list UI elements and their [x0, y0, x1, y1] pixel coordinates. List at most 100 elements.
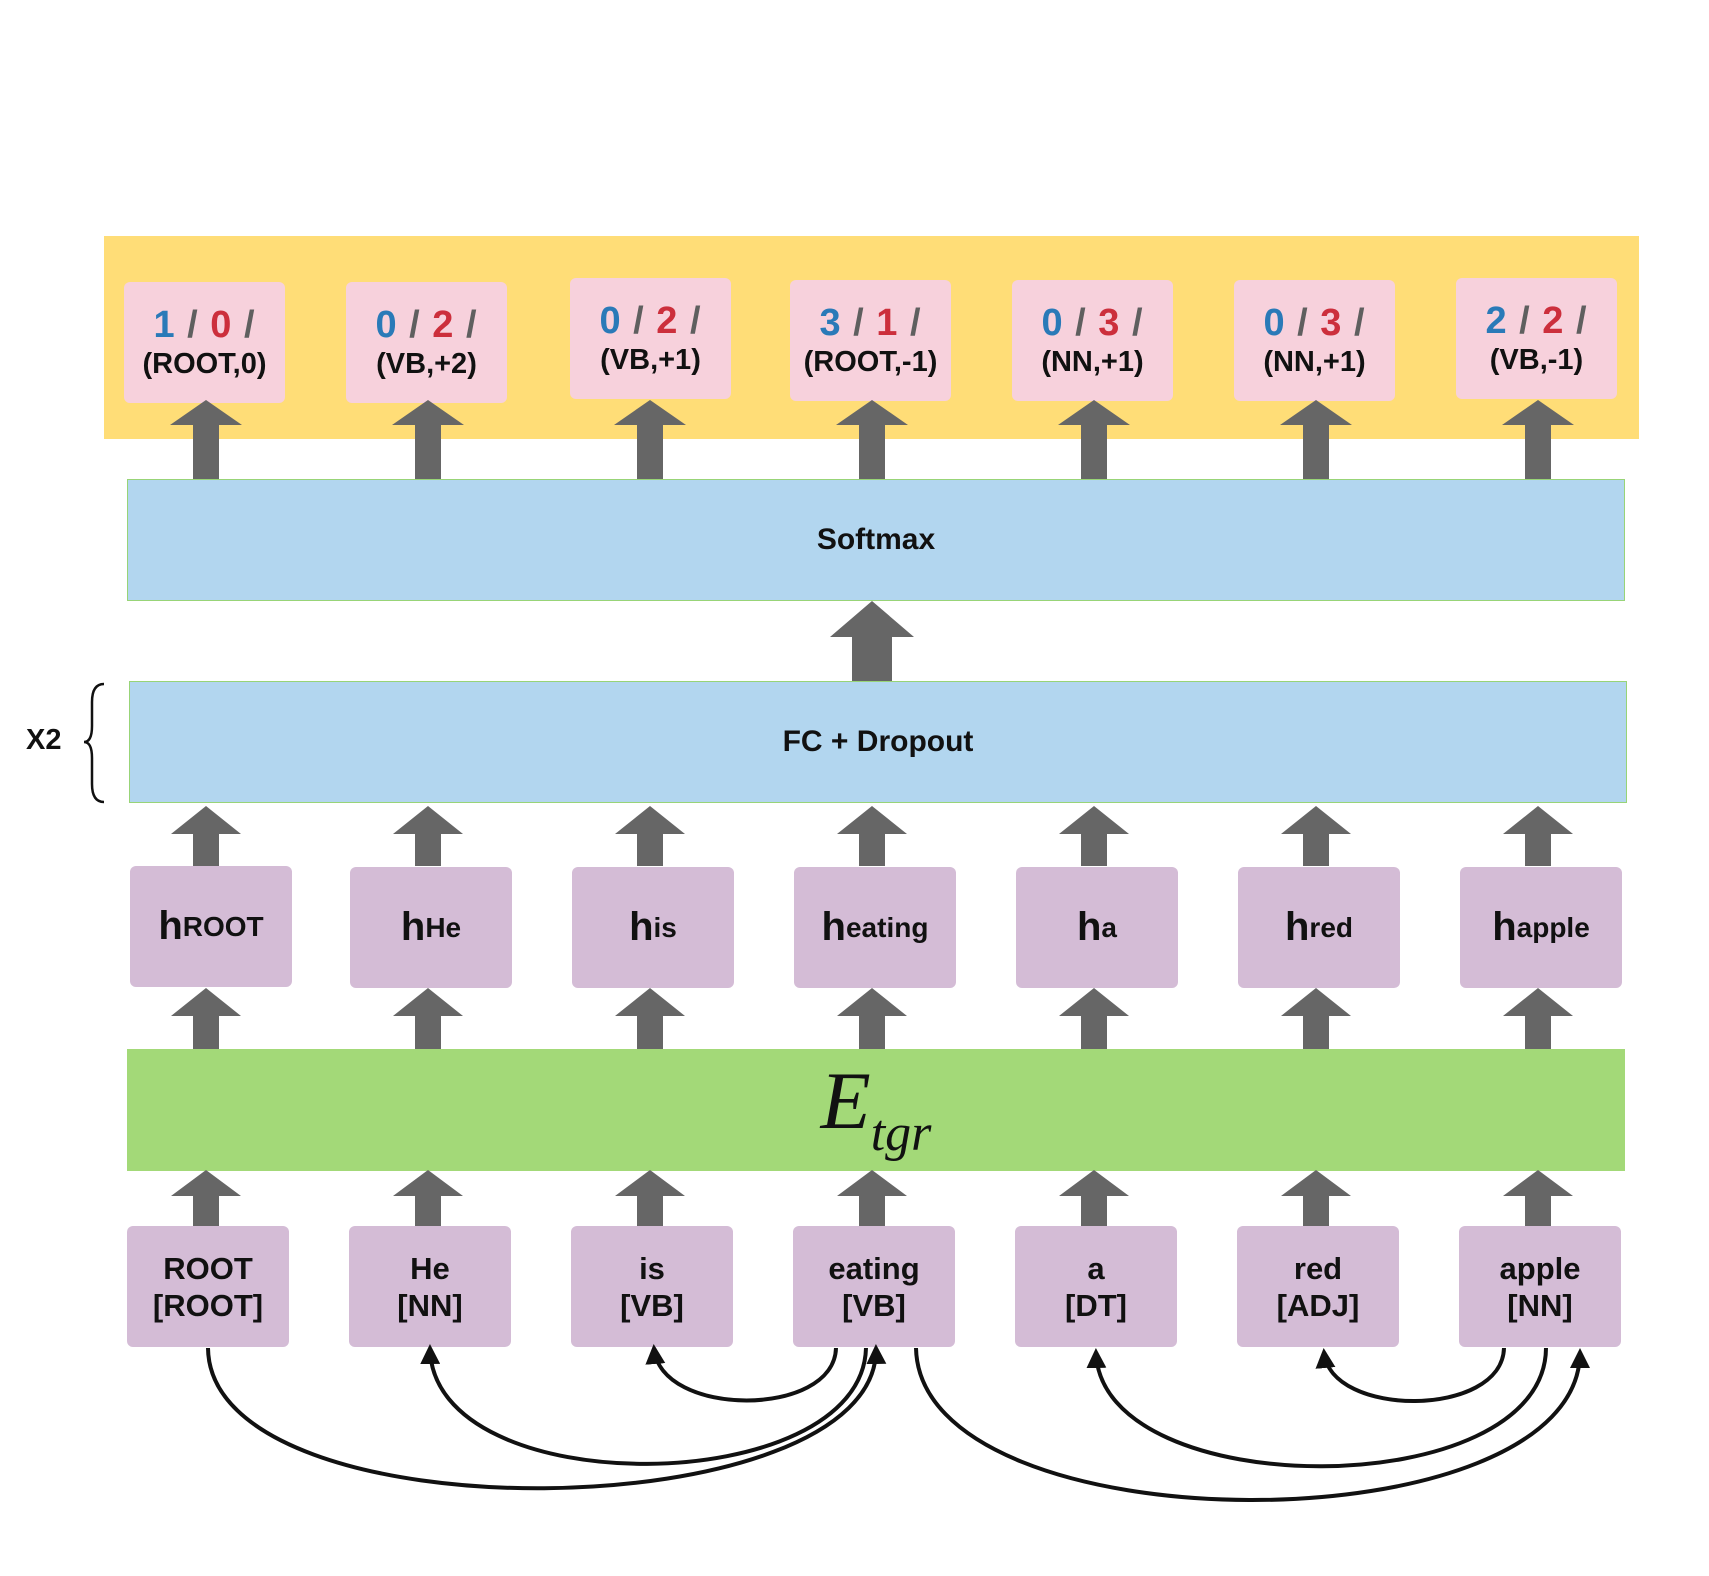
hidden-symbol: h [1492, 905, 1517, 949]
output-label: (NN,+1) [1263, 346, 1366, 378]
separator: / [1519, 300, 1531, 342]
relation-count: 2 [656, 300, 679, 342]
score-line: 0 / 3 / [1263, 302, 1365, 344]
separator: / [909, 302, 922, 344]
separator: / [1297, 302, 1309, 344]
relation-count: 2 [1542, 300, 1565, 342]
arc-eating-to-he [420, 1344, 868, 1466]
output-box-a: 0 / 3 / (NN,+1) [1012, 280, 1173, 401]
arrow-up-icon [392, 400, 464, 479]
arc-eating-to-root [206, 1344, 887, 1491]
hidden-subscript: apple [1516, 911, 1590, 943]
score-line: 0 / 3 / [1041, 302, 1143, 344]
separator: / [409, 304, 421, 346]
arrow-up-icon [1059, 806, 1129, 866]
arrow-up-icon [615, 806, 685, 866]
arrow-up-icon [171, 988, 241, 1049]
hidden-symbol: h [158, 904, 183, 948]
arc-apple-to-red [1315, 1347, 1506, 1403]
head-offset: 0 [375, 304, 398, 346]
arrow-up-icon [171, 806, 241, 866]
encoder-subscript: tgr [870, 1105, 932, 1162]
encoder-symbol: E [820, 1055, 871, 1146]
hidden-subscript: eating [845, 911, 929, 943]
token-word: a [1087, 1250, 1105, 1286]
separator: / [1575, 300, 1588, 342]
arrow-layer [170, 400, 1574, 1226]
separator: / [689, 300, 702, 342]
arrow-up-icon [1503, 1170, 1573, 1226]
token-red: red [ADJ] [1237, 1226, 1399, 1347]
arrow-up-icon [1059, 1170, 1129, 1226]
output-label: (NN,+1) [1041, 346, 1144, 378]
hidden-symbol: h [1076, 905, 1102, 949]
separator: / [465, 304, 478, 346]
arc-apple-to-a [1086, 1347, 1548, 1469]
arrow-up-icon [1281, 806, 1351, 866]
separator: / [633, 300, 645, 342]
arrow-up-icon [615, 988, 685, 1049]
repeat-count-label: X2 [26, 724, 62, 756]
arrow-up-icon [836, 400, 908, 479]
score-line: 3 / 1 / [819, 302, 921, 344]
arrow-up-icon [837, 988, 907, 1049]
arrow-up-icon [1503, 806, 1573, 866]
output-box-root: 1 / 0 / (ROOT,0) [124, 282, 285, 403]
output-box-red: 0 / 3 / (NN,+1) [1234, 280, 1395, 401]
token-word: ROOT [163, 1250, 253, 1286]
token-a: a [DT] [1015, 1226, 1177, 1347]
hidden-subscript: red [1309, 911, 1353, 943]
relation-count: 1 [876, 302, 899, 344]
separator: / [1075, 302, 1087, 344]
hidden-symbol: h [1284, 905, 1310, 949]
token-word: red [1293, 1250, 1343, 1286]
head-offset: 0 [1041, 302, 1064, 344]
softmax-layer: Softmax [127, 479, 1625, 601]
score-line: 1 / 0 / [153, 304, 255, 346]
hidden-subscript: He [425, 911, 462, 943]
head-offset: 1 [153, 304, 176, 346]
token-root: ROOT [ROOT] [127, 1226, 289, 1347]
separator: / [1353, 302, 1366, 344]
repeat-brace [83, 682, 105, 804]
token-eating: eating [VB] [793, 1226, 955, 1347]
arrow-up-icon [393, 1170, 463, 1226]
score-line: 0 / 2 / [375, 304, 477, 346]
fc-dropout-label: FC + Dropout [782, 725, 974, 758]
separator: / [853, 302, 865, 344]
encoder-label: Etgr [821, 1060, 932, 1160]
arrow-up-icon [1059, 988, 1129, 1049]
output-label: (VB,-1) [1489, 344, 1584, 376]
token-tag: [ROOT] [152, 1287, 264, 1323]
relation-count: 2 [432, 304, 455, 346]
token-word: eating [828, 1250, 920, 1286]
token-tag: [VB] [620, 1287, 684, 1323]
hidden-subscript: ROOT [182, 910, 264, 942]
token-tag: [NN] [397, 1287, 463, 1323]
separator: / [187, 304, 199, 346]
output-box-apple: 2 / 2 / (VB,-1) [1456, 278, 1617, 399]
token-tag: [ADJ] [1276, 1287, 1360, 1323]
output-label: (VB,+2) [376, 348, 477, 380]
hidden-subscript: a [1101, 911, 1117, 943]
arrow-up-icon [393, 988, 463, 1049]
arrow-up-icon [1503, 988, 1573, 1049]
arrow-up-icon [1502, 400, 1574, 479]
token-tag: [VB] [842, 1287, 906, 1323]
relation-count: 3 [1320, 302, 1343, 344]
output-label: (ROOT,0) [142, 348, 267, 380]
arrow-up-icon [614, 400, 686, 479]
arrow-up-icon [1281, 1170, 1351, 1226]
arrow-up-icon [1280, 400, 1352, 479]
token-tag: [DT] [1065, 1287, 1127, 1323]
output-label: (ROOT,-1) [803, 346, 938, 378]
fc-dropout-layer: FC + Dropout [129, 681, 1627, 803]
arrow-up-icon [170, 400, 242, 479]
arrow-up-icon [837, 806, 907, 866]
relation-count: 0 [210, 304, 233, 346]
